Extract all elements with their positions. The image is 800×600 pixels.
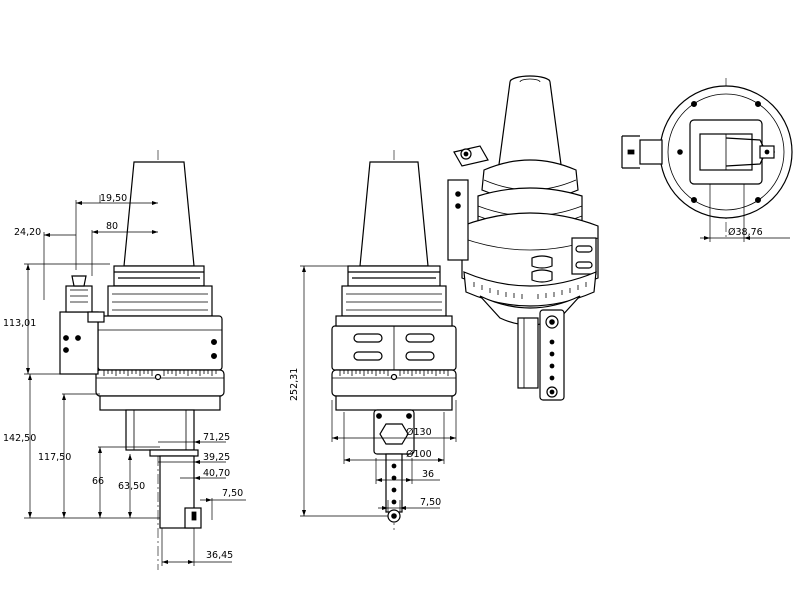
front-dimensions: 252,31 Ø130 Ø100 36 (289, 265, 457, 517)
dim-63-50: 63,50 (118, 481, 145, 492)
left-scale-ticks (103, 370, 217, 376)
dim-19-50: 19,50 (100, 193, 127, 204)
front-view: 252,31 Ø130 Ø100 36 (289, 150, 457, 530)
left-stop-pin (71, 275, 87, 287)
left-neck (125, 409, 195, 451)
iso-slot-lower (531, 269, 553, 283)
dim-dia-38-76: Ø38,76 (728, 227, 763, 238)
front-slot-left-lower (353, 351, 383, 361)
left-dimensions: 19,50 80 24,20 113,01 142,50 (3, 193, 246, 566)
left-flange (113, 265, 205, 287)
dim-71-25: 71,25 (203, 432, 230, 443)
dim-117-50: 117,50 (38, 452, 71, 463)
front-head-hex (379, 423, 409, 445)
dim-36: 36 (422, 469, 434, 480)
left-housing-body (97, 315, 223, 371)
dim-142-50: 142,50 (3, 433, 36, 444)
left-side-view: 19,50 80 24,20 113,01 142,50 (3, 150, 246, 570)
dim-113-01: 113,01 (3, 318, 36, 329)
dim-dia-130: Ø130 (406, 427, 432, 438)
dim-dia-100: Ø100 (406, 449, 432, 460)
left-flange-lower (107, 285, 213, 317)
front-flange-lower (341, 285, 447, 317)
front-slot-left-upper (353, 333, 383, 343)
iso-output-arm (517, 317, 539, 389)
dim-80: 80 (106, 221, 118, 232)
top-stop-block (639, 139, 663, 165)
dim-36-45: 36,45 (206, 550, 233, 561)
left-screw-icon (210, 338, 217, 345)
dim-7-50-left: 7,50 (222, 488, 243, 499)
dim-7-50-front: 7,50 (420, 497, 441, 508)
iso-slot-upper (531, 255, 553, 269)
front-scale-ring (331, 369, 457, 397)
dim-40-70: 40,70 (203, 468, 230, 479)
front-slot-right-lower (405, 351, 435, 361)
left-taper-shank (123, 161, 195, 267)
dim-252-31: 252,31 (289, 368, 300, 401)
isometric-view (447, 75, 599, 401)
iso-stop-block (447, 179, 469, 261)
left-scale-ring (95, 369, 225, 397)
left-ring-lower (99, 395, 221, 411)
top-view: Ø38,76 (621, 78, 793, 242)
dim-66: 66 (92, 476, 104, 487)
dim-24-20: 24,20 (14, 227, 41, 238)
dim-39-25: 39,25 (203, 452, 230, 463)
front-slot-right-upper (405, 333, 435, 343)
front-taper-shank (359, 161, 429, 267)
front-flange (347, 265, 441, 287)
